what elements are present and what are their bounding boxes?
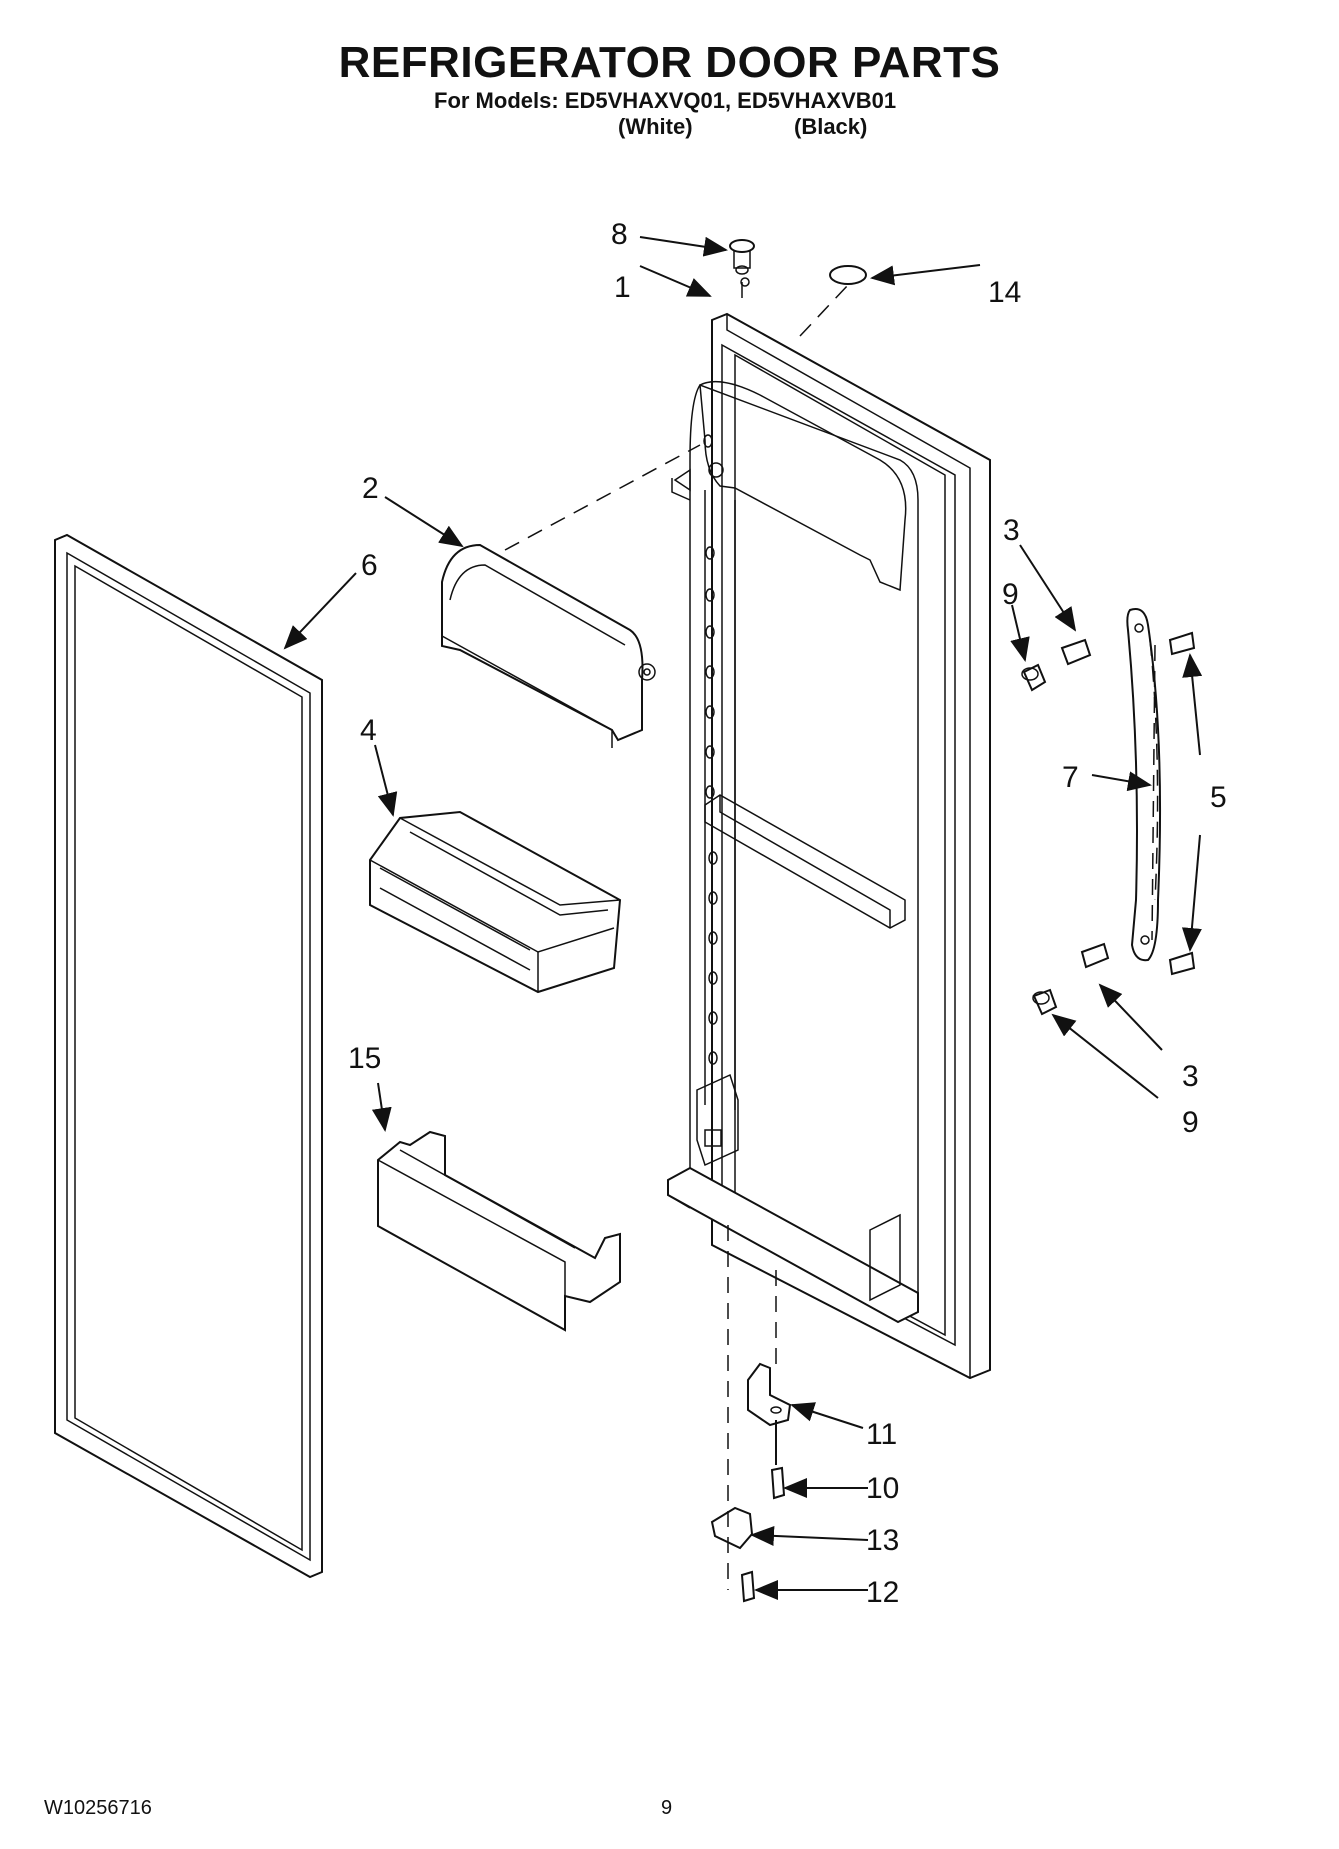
page-title: REFRIGERATOR DOOR PARTS (338, 38, 1001, 87)
lower-hinge (710, 1506, 754, 1550)
callout-6: 6 (361, 549, 378, 582)
color-label-white: (White) (618, 114, 693, 139)
callout-4: 4 (360, 714, 377, 747)
color-label-black: (Black) (794, 114, 868, 139)
callout-11: 11 (866, 1418, 897, 1451)
models-line: For Models: ED5VHAXVQ01, ED5VHAXVB01 (434, 88, 897, 113)
callout-14: 14 (988, 276, 1021, 309)
callout-13: 13 (866, 1524, 899, 1557)
callout-3-bottom: 3 (1182, 1060, 1199, 1093)
upper-hinge (747, 1362, 792, 1427)
callout-5: 5 (1210, 781, 1227, 814)
callout-labels: 8 1 14 2 6 4 15 3 9 7 5 3 9 11 10 13 12 (348, 218, 1227, 1609)
callout-12: 12 (866, 1576, 899, 1609)
callout-8: 8 (611, 218, 628, 251)
door-plug (729, 239, 755, 287)
lower-door-bin (377, 1130, 621, 1332)
dairy-bin (441, 543, 656, 748)
handle-spacers (1021, 663, 1058, 1016)
hinge-screw (770, 1466, 786, 1500)
callout-1: 1 (614, 271, 631, 304)
door-bin (369, 810, 622, 994)
document-number: W10256716 (44, 1797, 152, 1819)
lower-hinge-screw (740, 1570, 756, 1603)
shelf-position-holes (703, 434, 724, 1065)
handle-mount-screws (1060, 638, 1110, 969)
door-gasket (54, 533, 323, 1579)
leader-arrows (283, 236, 1203, 1600)
handle-screws (1168, 631, 1196, 976)
assembly-lines (504, 282, 1156, 1590)
callout-9-bottom: 9 (1182, 1106, 1199, 1139)
callout-7: 7 (1062, 761, 1079, 794)
top-cap (829, 265, 867, 285)
callout-15: 15 (348, 1042, 381, 1075)
callout-9-top: 9 (1002, 578, 1019, 611)
callout-2: 2 (362, 472, 379, 505)
page-number: 9 (661, 1797, 673, 1819)
callout-10: 10 (866, 1472, 899, 1505)
door-assembly (667, 312, 991, 1380)
callout-3-top: 3 (1003, 514, 1020, 547)
